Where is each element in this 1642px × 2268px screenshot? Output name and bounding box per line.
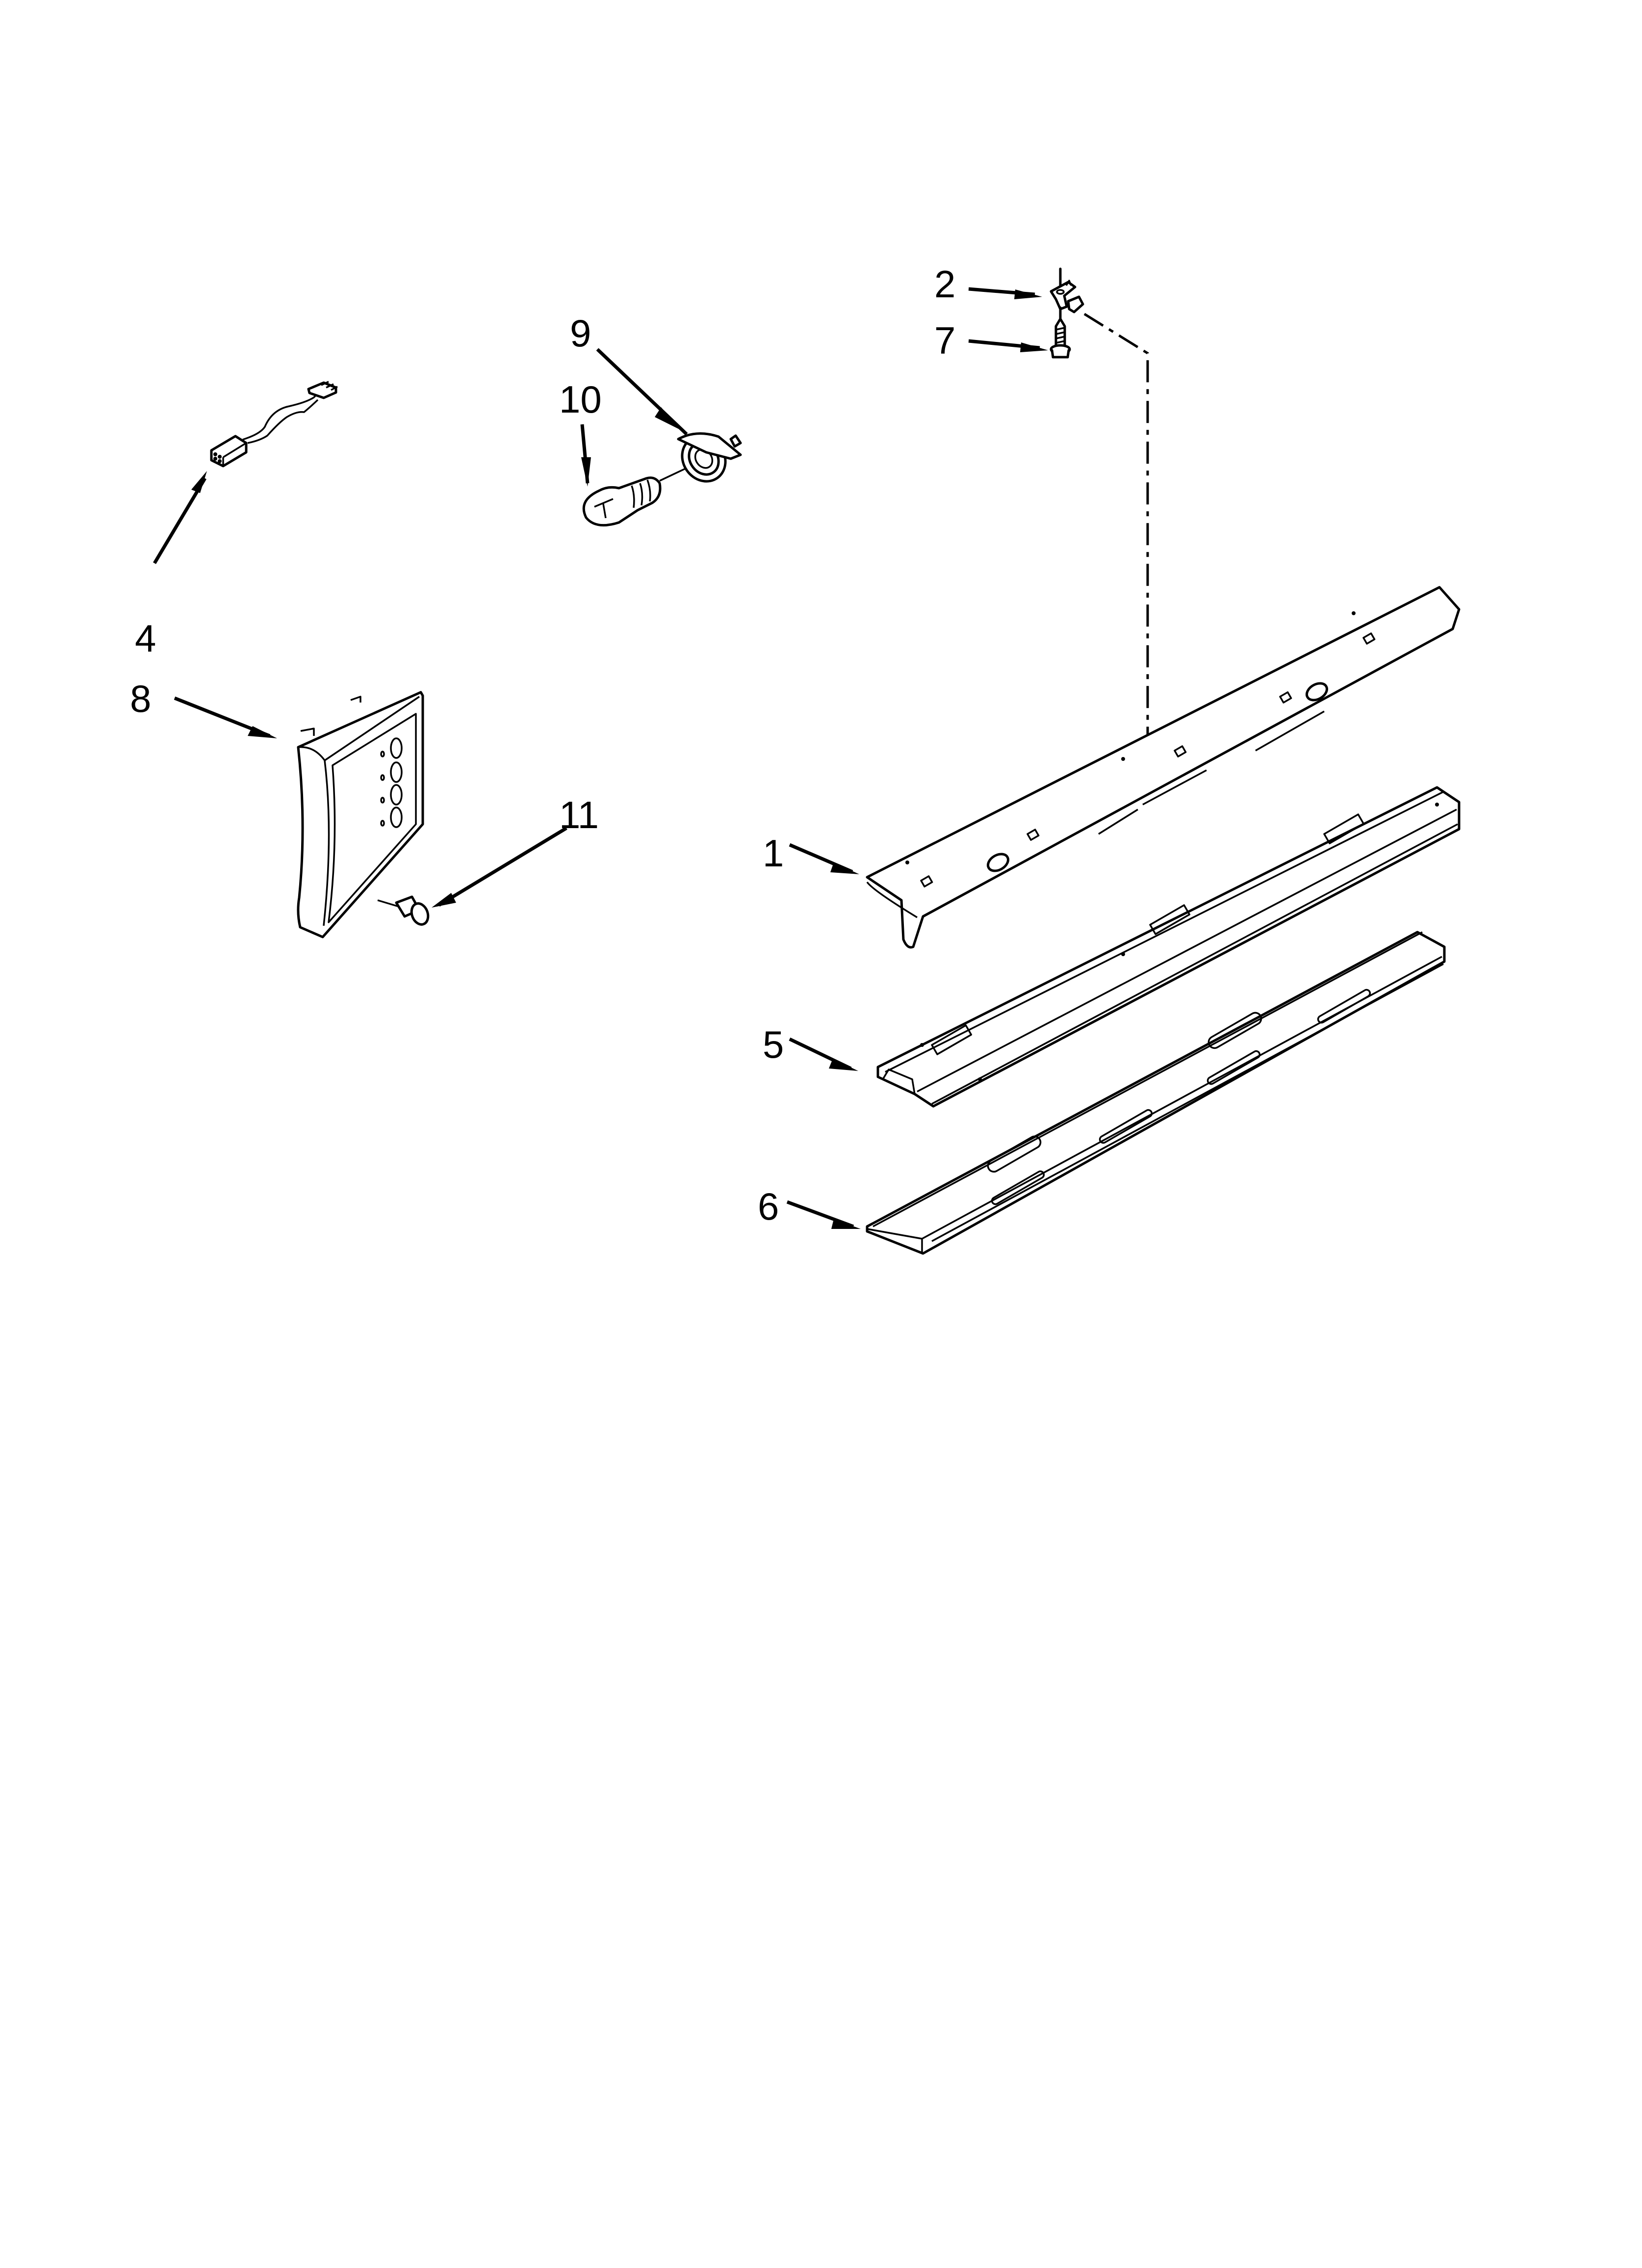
button-holes [380,737,403,828]
part-7-screw-icon [1050,306,1071,359]
part-10-light-bulb-icon [582,468,686,527]
callout-1: 1 [763,832,784,875]
callout-7: 7 [934,319,956,362]
part-6-channel-rail-icon [866,931,1446,1255]
part-1-bracket-icon [866,586,1461,949]
part-9-lamp-socket-icon [677,432,742,483]
callout-10: 10 [559,378,602,421]
part-5-channel-rail-icon [876,786,1461,1108]
callout-5: 5 [763,1023,784,1066]
part-4-wire-harness-icon [210,381,338,468]
callout-8: 8 [130,677,152,720]
part-8-control-housing-icon [297,691,424,938]
assembly-leader-line [1083,313,1149,746]
leader-arrows [153,287,1048,1229]
part-11-screw-icon [377,895,430,926]
callout-9: 9 [570,312,591,355]
callout-2: 2 [934,262,956,306]
part-2-clip-icon [1050,267,1084,313]
callout-4: 4 [135,617,156,660]
callout-6: 6 [758,1185,779,1228]
